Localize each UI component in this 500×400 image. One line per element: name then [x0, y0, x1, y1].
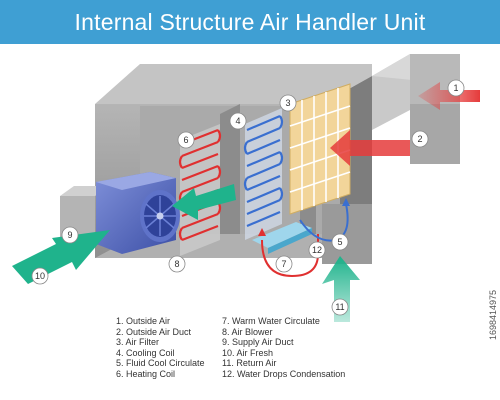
svg-text:11: 11: [335, 302, 344, 312]
svg-text:8: 8: [174, 259, 179, 269]
heating-coil: [178, 124, 222, 256]
legend-item: 6. Heating Coil: [116, 368, 176, 379]
legend-column-1: 1. Outside Air 2. Outside Air Duct 3. Ai…: [116, 316, 205, 380]
legend-item: 8. Air Blower: [222, 326, 273, 337]
svg-text:3: 3: [285, 98, 290, 108]
svg-text:10: 10: [35, 271, 45, 281]
svg-text:9: 9: [67, 230, 72, 240]
internal-supply-arrow: [172, 184, 236, 220]
air-handler-diagram: 1 2 3 4 5 6 7 8 9 10 11 12: [12, 54, 480, 322]
callout-2: 2: [411, 130, 429, 148]
legend-item: 1. Outside Air: [116, 316, 171, 326]
page-title: Internal Structure Air Handler Unit: [74, 8, 426, 35]
svg-text:4: 4: [235, 116, 240, 126]
svg-text:1: 1: [453, 83, 458, 93]
callouts: 1 2 3 4 5 6 7 8 9 10 11 12: [31, 79, 465, 316]
svg-text:6: 6: [183, 135, 188, 145]
outside-air-arrow: [418, 82, 480, 110]
svg-text:12: 12: [312, 245, 322, 255]
legend-item: 9. Supply Air Duct: [222, 337, 294, 348]
warm-water-circulate: [258, 228, 319, 278]
callout-1: 1: [447, 79, 465, 97]
svg-text:5: 5: [337, 237, 342, 247]
legend-column-2: 7. Warm Water Circulate 8. Air Blower 9.…: [222, 316, 345, 380]
callout-6: 6: [177, 131, 195, 149]
callout-11: 11: [331, 298, 349, 316]
callout-10: 10: [31, 267, 49, 285]
legend-item: 12. Water Drops Condensation: [222, 368, 346, 379]
air-blower: [96, 172, 180, 254]
callout-7: 7: [275, 255, 293, 273]
legend-item: 11. Return Air: [222, 358, 277, 369]
stock-id-label: 1698414975: [488, 289, 498, 341]
callout-5: 5: [331, 233, 349, 251]
outside-air-duct: [372, 54, 460, 164]
svg-text:7: 7: [281, 259, 286, 269]
title-bar: Internal Structure Air Handler Unit: [0, 0, 500, 44]
legend-item: 5. Fluid Cool Circulate: [116, 358, 205, 369]
legend-item: 10. Air Fresh: [222, 347, 274, 358]
legend-item: 4. Cooling Coil: [116, 347, 175, 358]
internal-air-arrow: [330, 130, 410, 166]
condensation-pan: [252, 222, 312, 254]
air-filter: [289, 83, 351, 215]
return-air-arrow: [322, 256, 360, 322]
callout-9: 9: [61, 226, 79, 244]
callout-3: 3: [279, 94, 297, 112]
legend-item: 3. Air Filter: [116, 337, 160, 348]
cooling-coil: [243, 108, 284, 240]
legend-item: 7. Warm Water Circulate: [222, 316, 320, 326]
callout-12: 12: [308, 241, 326, 259]
svg-text:2: 2: [417, 134, 422, 144]
callout-4: 4: [229, 112, 247, 130]
legend-item: 2. Outside Air Duct: [116, 326, 192, 337]
callout-8: 8: [168, 255, 186, 273]
